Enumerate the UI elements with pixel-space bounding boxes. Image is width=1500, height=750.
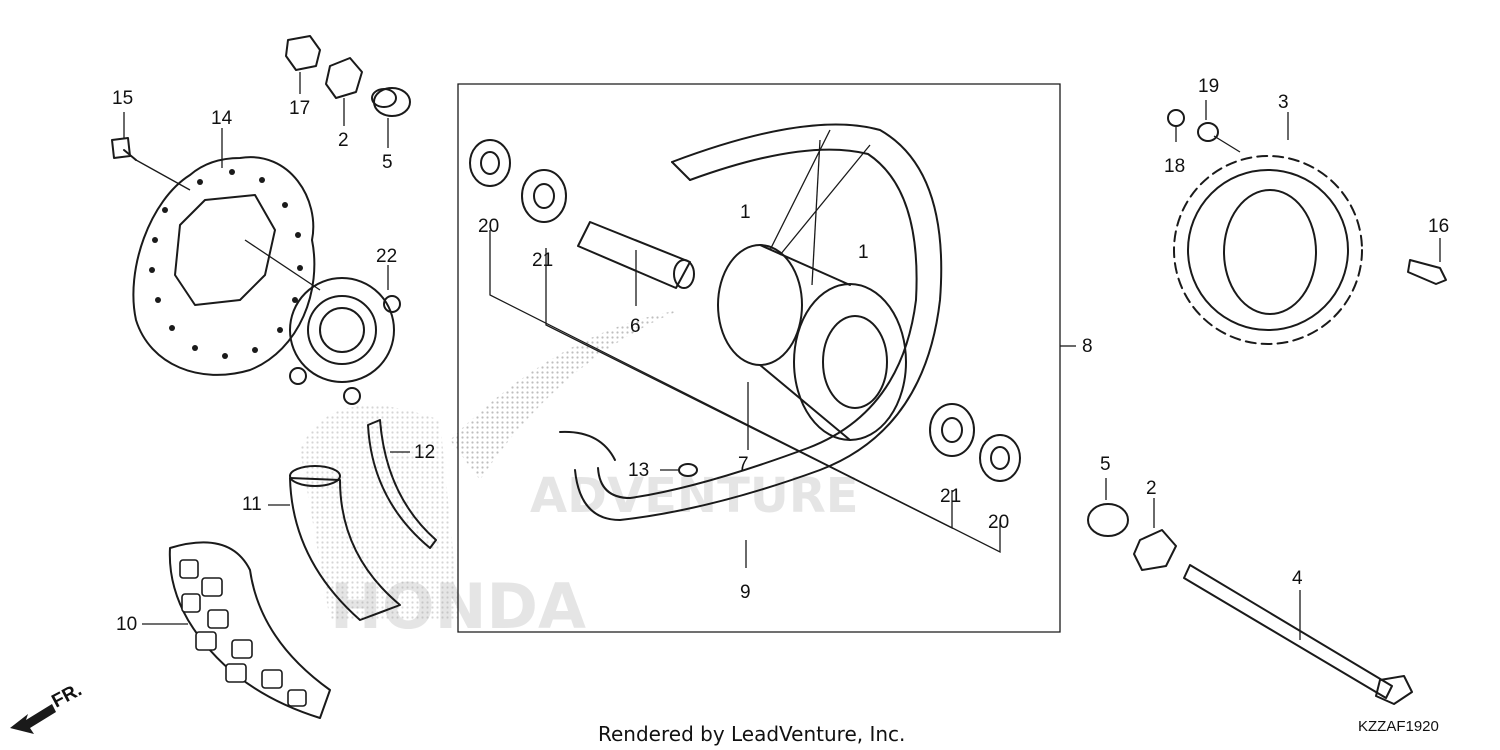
callout-21-right: 21: [940, 486, 961, 507]
axle-hardware-parts: [1087, 503, 1413, 705]
diagram-code: KZZAF1920: [1358, 718, 1439, 735]
callout-6: 6: [630, 316, 641, 337]
tire-part: [168, 541, 331, 719]
callout-15: 15: [112, 88, 133, 109]
brake-disc-part: [132, 156, 316, 376]
callout-2-top: 2: [338, 130, 349, 151]
wheel-assembly-box: [457, 83, 1061, 633]
footer-credit: Rendered by LeadVenture, Inc.: [598, 722, 905, 746]
callout-21-left: 21: [532, 250, 553, 271]
callout-2-bottom: 2: [1146, 478, 1157, 499]
watermark: HONDA ADVENTURE: [300, 310, 859, 643]
top-hardware-parts: [285, 35, 411, 117]
callout-4: 4: [1292, 568, 1303, 589]
right-bearing-parts: [929, 403, 1021, 482]
distance-collar-part: [577, 221, 695, 289]
front-arrow-label: FR.: [48, 680, 85, 713]
callout-22: 22: [376, 246, 397, 267]
callout-11: 11: [242, 494, 262, 515]
callout-13: 13: [628, 460, 649, 481]
callout-16: 16: [1428, 216, 1449, 237]
watermark-wordmark: ADVENTURE: [530, 468, 859, 524]
leader-lines: [123, 72, 1441, 640]
front-direction-indicator: FR.: [10, 680, 85, 734]
rim-band-part: [367, 419, 437, 549]
callout-labels: 15 14 17 2 5 22 12 11 10 20 21 6 1 1 7 1…: [112, 76, 1449, 635]
disc-hub-part: [289, 277, 401, 405]
callout-1-b: 1: [858, 242, 869, 263]
tube-part: [289, 465, 401, 621]
valve-part: [678, 463, 698, 477]
callout-5-bottom: 5: [1100, 454, 1111, 475]
left-bearing-parts: [469, 139, 567, 223]
callout-20-left: 20: [478, 216, 499, 237]
callout-1-a: 1: [740, 202, 751, 223]
callout-19: 19: [1198, 76, 1219, 97]
callout-7: 7: [738, 454, 749, 475]
sprocket-part: [1167, 109, 1447, 345]
callout-12: 12: [414, 442, 435, 463]
callout-20-right: 20: [988, 512, 1009, 533]
callout-3: 3: [1278, 92, 1289, 113]
callout-9: 9: [740, 582, 751, 603]
disc-screw-part: [111, 137, 137, 161]
callout-10: 10: [116, 614, 137, 635]
callout-5-top: 5: [382, 152, 393, 173]
wheel-rim-part: [559, 123, 943, 521]
callout-8: 8: [1082, 336, 1093, 357]
callout-17: 17: [289, 98, 310, 119]
callout-18: 18: [1164, 156, 1185, 177]
callout-14: 14: [211, 108, 233, 129]
